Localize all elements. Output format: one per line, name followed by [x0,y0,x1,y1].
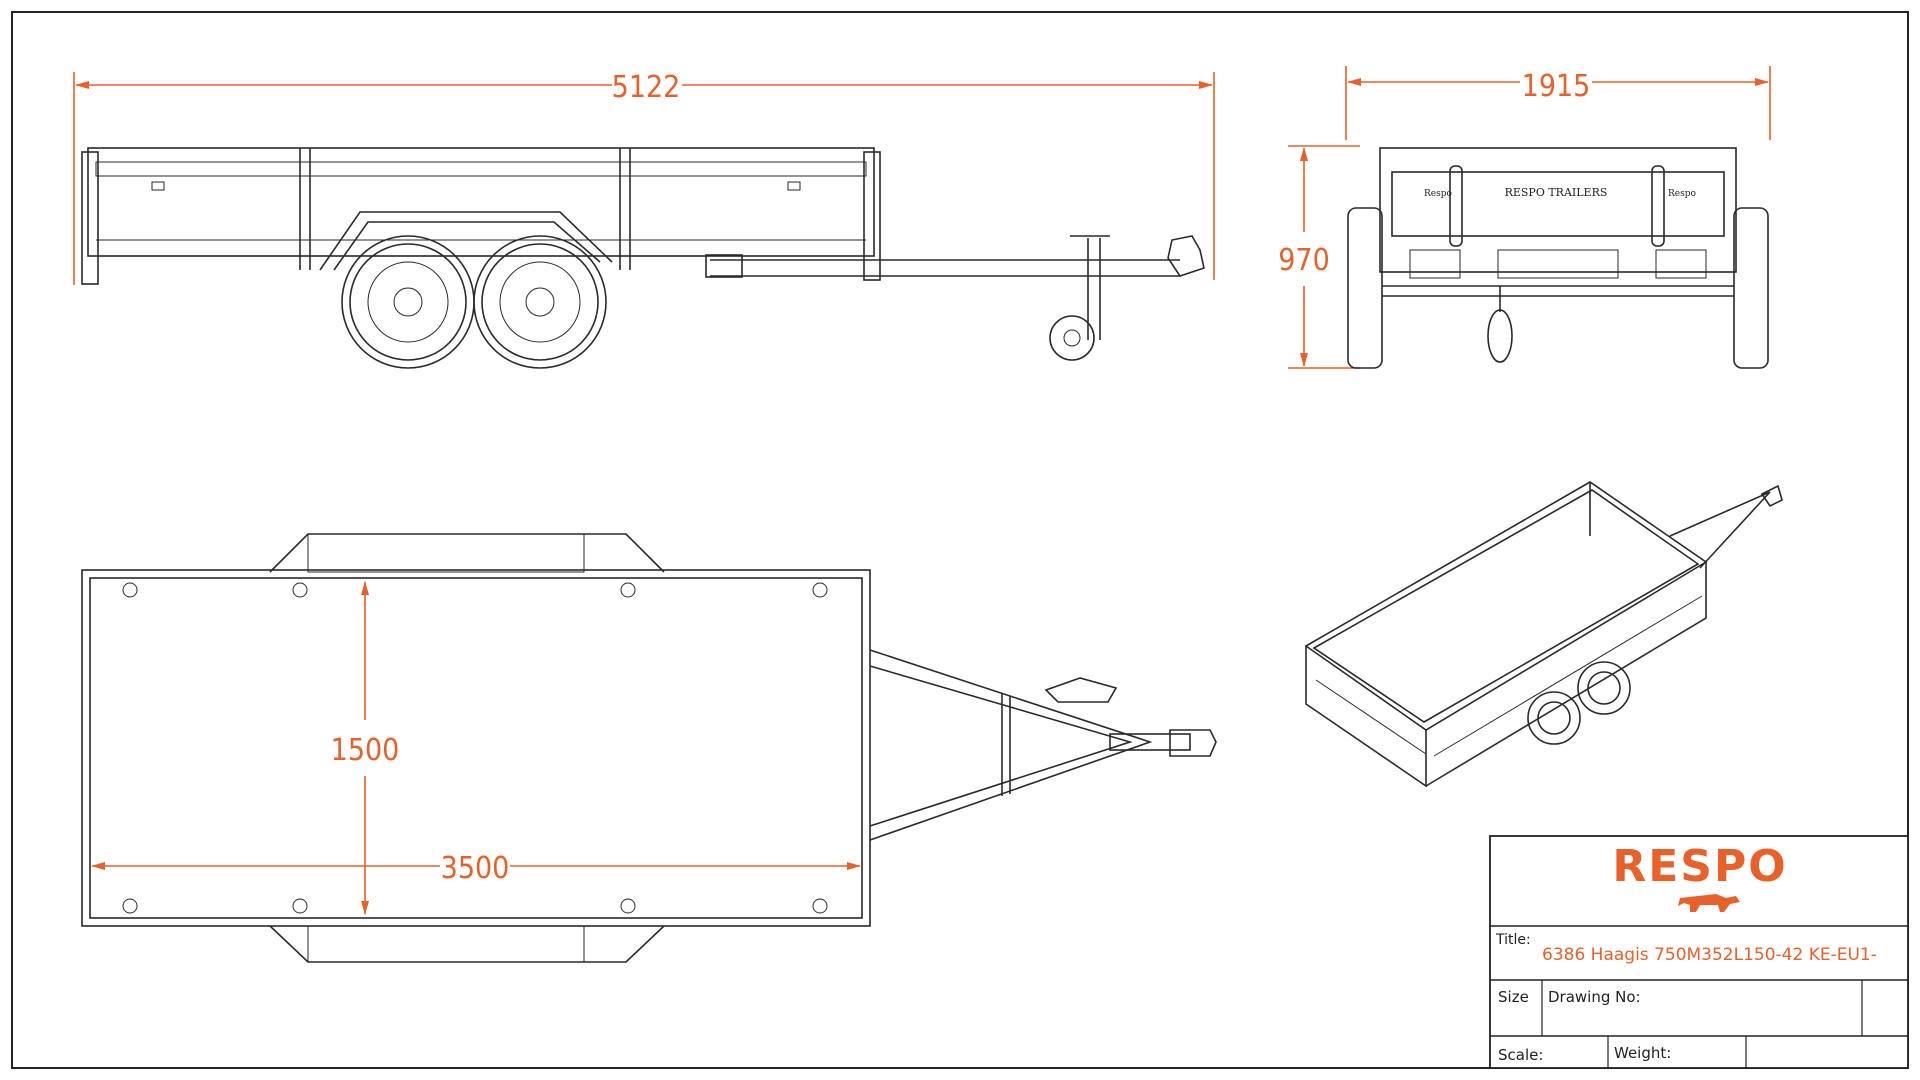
respo-logo-text: RESPO [1612,841,1787,892]
scale-label: Scale: [1498,1046,1543,1064]
size-label: Size [1498,988,1529,1006]
overall-width-label: 1915 [1522,69,1591,104]
weight-label: Weight: [1614,1044,1671,1062]
bull-logo-icon [1678,894,1740,912]
rear-panel-text: RESPO TRAILERS [1505,186,1608,199]
title-block: RESPO Title: 6386 Haagis 750M352L150-42 … [1489,835,1909,1069]
inner-length-label: 3500 [441,851,510,886]
rear-badge-right: Respo [1668,189,1696,199]
title-value: 6386 Haagis 750M352L150-42 KE-EU1- [1542,945,1877,965]
drawing-border [11,11,1909,1069]
inner-width-label: 1500 [331,733,400,768]
rear-badge-left: Respo [1424,189,1452,199]
overall-length-label: 5122 [612,70,681,105]
isometric-view [1304,481,1783,788]
side-view: 5122 [73,70,1215,369]
height-label: 970 [1278,243,1330,278]
top-view: 1500 3500 [81,533,1217,963]
wheel-front [473,235,607,369]
title-label: Title: [1495,932,1531,948]
drawing-no-label: Drawing No: [1548,988,1641,1006]
body-bolts [122,582,828,914]
rear-view: 1915 970 RESPO TRAILERS Respo Respo [1278,66,1771,369]
